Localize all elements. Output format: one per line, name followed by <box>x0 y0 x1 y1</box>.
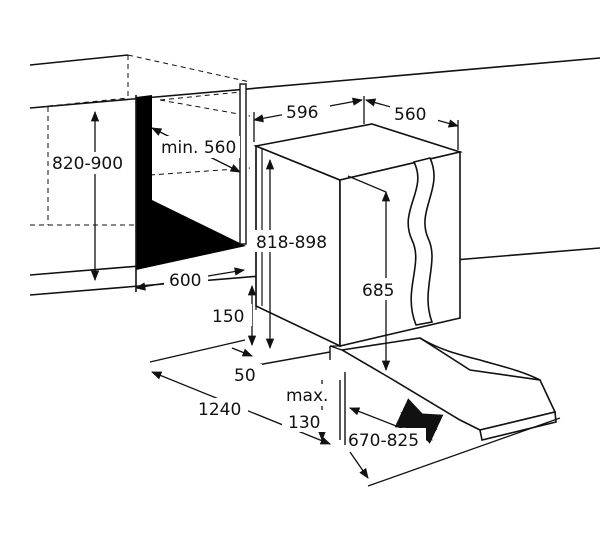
label-door-height: 685 <box>362 281 394 301</box>
rear-wall-post <box>239 83 247 245</box>
door-slide-arrow <box>394 398 444 444</box>
label-appliance-width: 596 <box>286 103 318 123</box>
door-cutaway <box>407 157 435 326</box>
label-niche-depth: min. 560 <box>161 138 236 158</box>
label-door-adjust: 670-825 <box>348 431 419 451</box>
label-plinth-gap: 50 <box>234 366 256 386</box>
labels: 820-900 min. 560 600 596 560 818-898 685… <box>50 100 438 451</box>
label-niche-width: 600 <box>169 271 201 291</box>
label-appliance-height: 818-898 <box>256 233 327 253</box>
opened-door <box>339 337 557 441</box>
dim-line-total-bottom <box>349 451 369 479</box>
label-total-depth: 1240 <box>198 400 241 420</box>
floor-lines <box>149 339 346 445</box>
label-plinth-max-1: max. <box>286 386 328 406</box>
niche-side-wall <box>136 95 246 270</box>
label-appliance-depth: 560 <box>394 105 426 125</box>
dim-line-plinth-gap <box>231 347 253 357</box>
label-plinth-height: 150 <box>212 307 244 327</box>
label-plinth-max-2: 130 <box>288 413 320 433</box>
label-niche-height: 820-900 <box>52 154 123 174</box>
